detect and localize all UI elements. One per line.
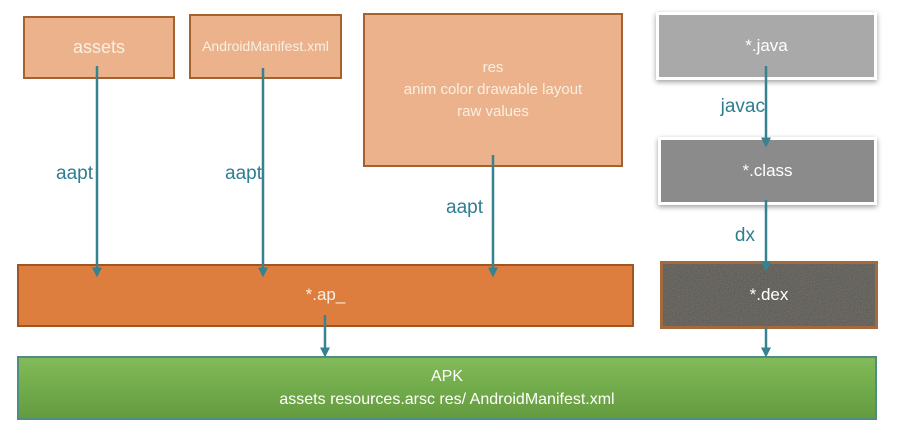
res-label-line3: raw values <box>457 102 529 120</box>
javac-label: javac <box>720 96 765 117</box>
class-files-label: *.class <box>742 160 793 180</box>
class-files-box: *.class <box>658 137 877 205</box>
java-files-box: *.java <box>656 12 877 80</box>
aapt-label-assets: aapt <box>56 163 93 184</box>
assets-box: assets <box>23 16 175 79</box>
apk-box: APK assets resources.arsc res/ AndroidMa… <box>17 356 877 420</box>
assets-label: assets <box>72 37 126 58</box>
apk-label-line2: assets resources.arsc res/ AndroidManife… <box>279 391 615 408</box>
res-label-line1: res <box>482 59 504 77</box>
aapt-label-res: aapt <box>446 197 483 218</box>
ap-archive-box: *.ap_ <box>17 264 634 327</box>
dex-noise-texture <box>663 264 875 326</box>
res-label-line2: anim color drawable layout <box>403 81 583 99</box>
ap-archive-label: *.ap_ <box>305 285 346 305</box>
android-manifest-box: AndroidManifest.xml <box>189 14 342 79</box>
dex-files-box: *.dex <box>660 261 878 329</box>
dx-label: dx <box>734 225 755 246</box>
res-box: res anim color drawable layout raw value… <box>363 13 623 167</box>
java-files-label: *.java <box>745 35 788 55</box>
dex-files-label: *.dex <box>749 284 789 304</box>
aapt-label-manifest: aapt <box>225 163 262 184</box>
android-manifest-label: AndroidManifest.xml <box>202 38 329 55</box>
apk-label-line1: APK <box>430 367 463 385</box>
